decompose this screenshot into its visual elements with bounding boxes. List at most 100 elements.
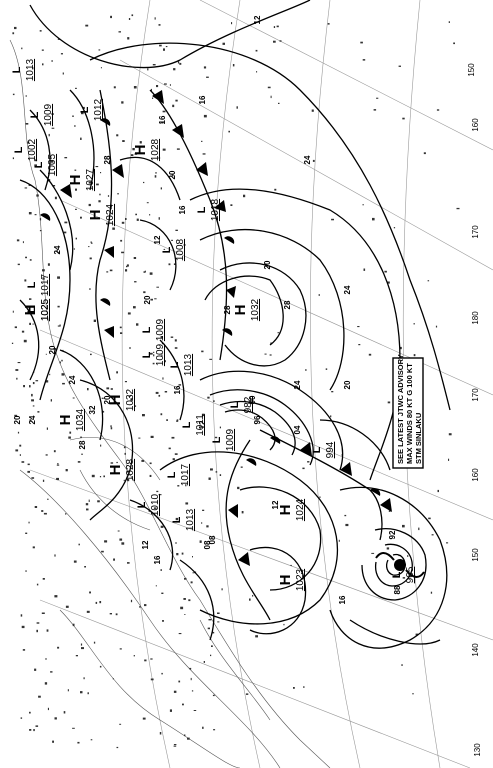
station-plot-dot bbox=[215, 471, 218, 473]
station-plot-dot bbox=[100, 67, 102, 69]
station-plot-dot bbox=[113, 558, 115, 561]
station-plot-dot bbox=[178, 680, 181, 683]
station-plot-dot bbox=[162, 110, 166, 113]
station-plot-dot bbox=[68, 436, 71, 439]
station-plot-dot bbox=[446, 542, 449, 544]
station-plot-dot bbox=[54, 554, 56, 557]
isobar-value-label: 32 bbox=[88, 405, 97, 414]
station-plot-dot bbox=[29, 385, 31, 388]
station-plot-dot bbox=[155, 391, 159, 394]
isobar-line bbox=[349, 619, 441, 645]
station-plot-dot bbox=[29, 711, 31, 714]
station-plot-dot bbox=[150, 435, 154, 438]
station-plot-dot bbox=[87, 388, 89, 391]
station-plot-dot bbox=[412, 693, 414, 695]
station-plot-dot bbox=[192, 556, 193, 558]
station-plot-dot bbox=[148, 510, 151, 512]
cold-front-symbol bbox=[380, 498, 392, 512]
station-plot-dot bbox=[184, 734, 186, 737]
station-plot-dot bbox=[119, 538, 123, 541]
station-plot-dot bbox=[427, 280, 430, 282]
station-plot-dot bbox=[139, 606, 141, 608]
station-plot-dot bbox=[15, 449, 19, 452]
station-plot-dot bbox=[89, 288, 91, 290]
station-plot-dot bbox=[199, 540, 202, 543]
isobar-line bbox=[204, 275, 284, 346]
station-plot-dot bbox=[99, 476, 102, 478]
station-plot-dot bbox=[269, 354, 272, 356]
station-plot-dot bbox=[273, 40, 276, 43]
longitude-label: 150 bbox=[467, 63, 476, 77]
station-plot-dot bbox=[73, 248, 75, 250]
station-plot-dot bbox=[128, 18, 131, 20]
station-plot-dot bbox=[28, 521, 30, 524]
station-plot-dot bbox=[245, 693, 249, 695]
station-plot-dot bbox=[158, 156, 161, 159]
station-plot-dot bbox=[97, 500, 100, 503]
station-plot-dot bbox=[183, 244, 186, 246]
isobar-value-label: 24 bbox=[293, 380, 302, 389]
station-plot-dot bbox=[135, 213, 137, 216]
isobar-line bbox=[129, 499, 174, 571]
isobar-line bbox=[69, 89, 95, 191]
station-plot-dot bbox=[161, 672, 163, 675]
warm-front-symbol bbox=[224, 236, 235, 244]
isobar-line bbox=[329, 486, 448, 649]
station-plot-dot bbox=[36, 622, 40, 624]
station-plot-dot bbox=[45, 380, 49, 383]
cold-front-symbol bbox=[152, 90, 164, 104]
station-plot-dot bbox=[219, 474, 222, 476]
center-kind-label: L bbox=[33, 161, 45, 168]
station-plot-dot bbox=[52, 185, 56, 187]
station-plot-dot bbox=[327, 23, 330, 25]
station-plot-dot bbox=[47, 263, 50, 266]
station-plot-dot bbox=[173, 690, 177, 693]
station-plot-dot bbox=[240, 466, 243, 468]
front-line bbox=[259, 429, 383, 541]
station-plot-dot bbox=[160, 525, 164, 528]
station-plot-dot bbox=[307, 461, 310, 463]
station-plot-dot bbox=[330, 415, 332, 418]
center-pressure-label: 1011 bbox=[195, 414, 206, 436]
station-plot-dot bbox=[133, 655, 135, 657]
station-plot-dot bbox=[109, 613, 112, 615]
station-plot-dot bbox=[22, 241, 24, 244]
station-plot-dot bbox=[387, 401, 391, 404]
isobar-value-label: 28 bbox=[223, 305, 232, 314]
station-plot-dot bbox=[45, 454, 48, 456]
meridian-line bbox=[39, 599, 471, 768]
station-plot-dot bbox=[51, 127, 55, 129]
station-plot-dot bbox=[49, 373, 51, 376]
station-plot-dot bbox=[24, 279, 27, 282]
station-plot-dot bbox=[56, 477, 59, 480]
station-plot-dot bbox=[202, 509, 205, 511]
center-kind-label: H bbox=[277, 575, 294, 586]
station-plot-dot bbox=[106, 271, 109, 273]
center-pressure-label: 1032 bbox=[250, 298, 261, 321]
meridian-line bbox=[39, 329, 493, 521]
center-kind-label: L bbox=[171, 516, 183, 523]
center-pressure-label: 1009 bbox=[155, 343, 166, 366]
center-kind-label: L bbox=[26, 306, 38, 313]
front-line bbox=[95, 89, 113, 381]
station-plot-dot bbox=[59, 361, 61, 364]
station-plot-dot bbox=[29, 322, 31, 325]
station-plot-dot bbox=[173, 744, 177, 746]
station-plot-dot bbox=[133, 257, 137, 259]
isobar-line bbox=[386, 553, 406, 576]
station-plot-dot bbox=[133, 86, 137, 89]
station-plot-dot bbox=[174, 339, 177, 342]
station-plot-dot bbox=[159, 732, 162, 735]
station-plot-dot bbox=[201, 413, 205, 417]
station-plot-dot bbox=[213, 400, 215, 402]
station-plot-dot bbox=[57, 646, 60, 649]
station-plot-dot bbox=[201, 522, 203, 524]
station-plot-dot bbox=[50, 671, 53, 673]
station-plot-dot bbox=[143, 271, 146, 273]
